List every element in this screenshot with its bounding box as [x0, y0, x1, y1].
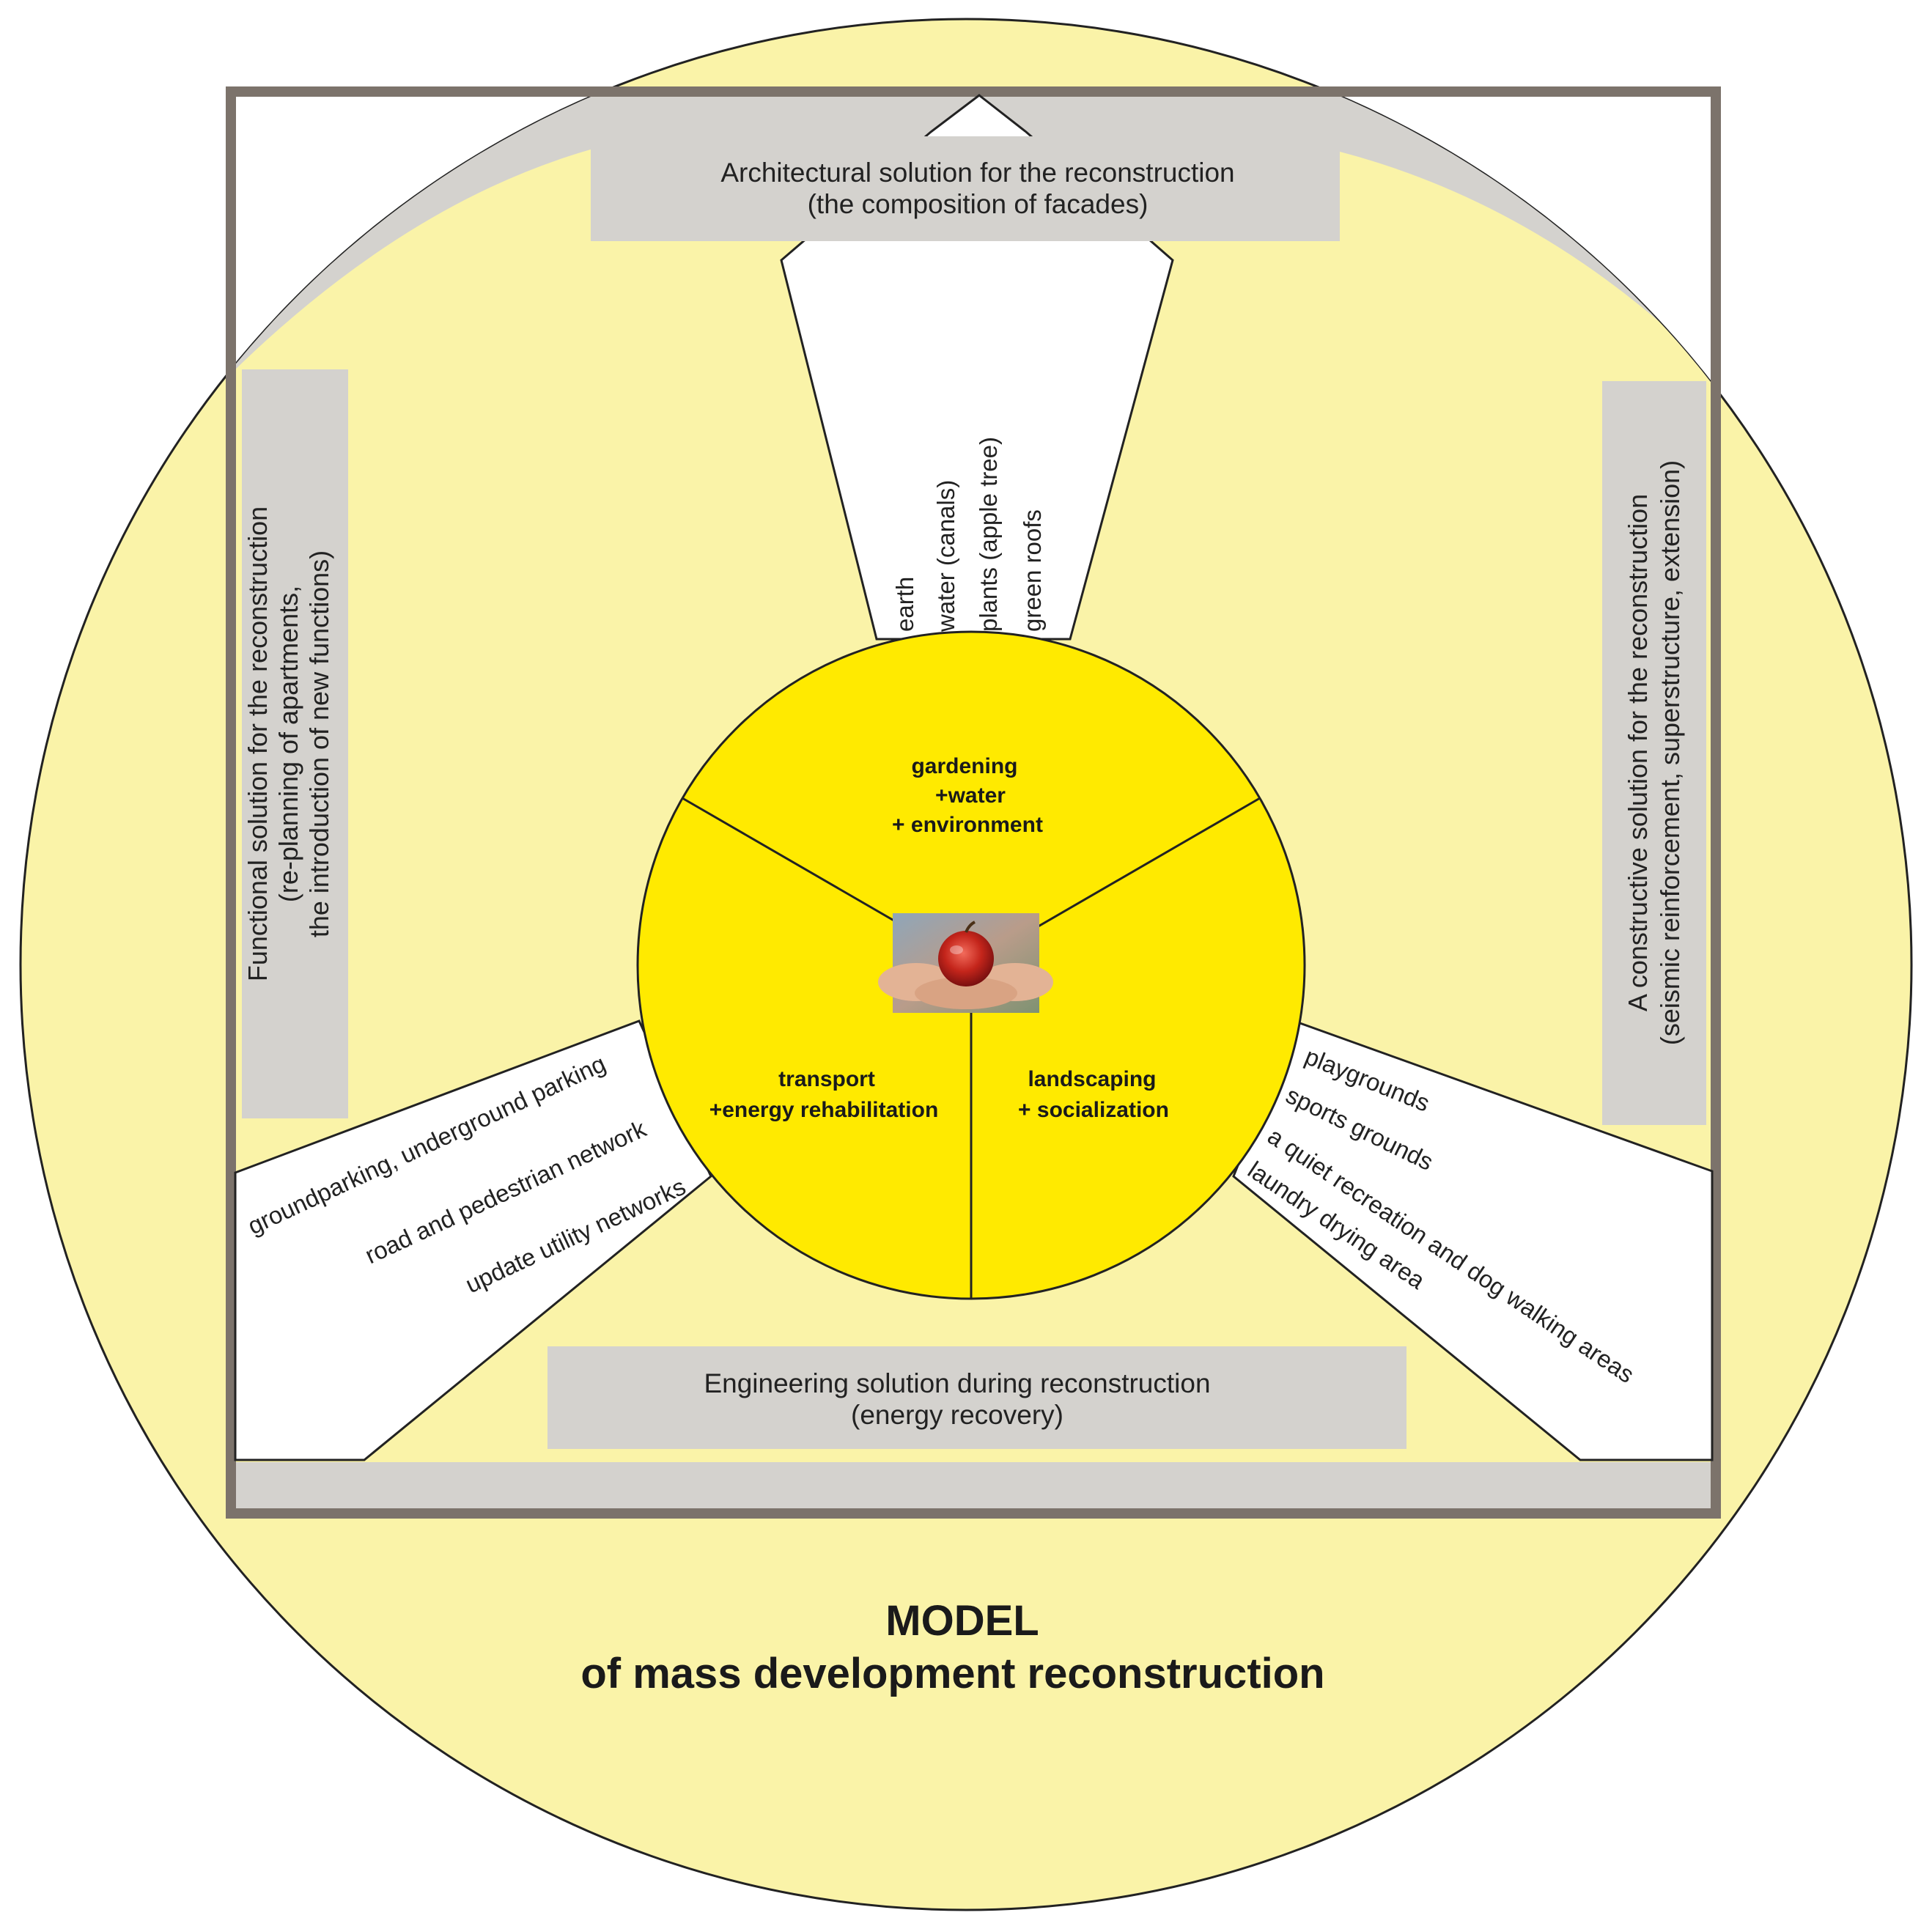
sector-left-line2: +energy rehabilitation	[709, 1098, 939, 1122]
apple-hands-photo	[878, 913, 1053, 1013]
top-panel-item: green roofs	[1019, 509, 1046, 632]
top-panel-item: water (canals)	[932, 480, 959, 632]
right-box	[1602, 381, 1706, 1125]
sector-left-line1: transport	[778, 1067, 875, 1091]
top-box-line1: Architectural solution for the reconstru…	[720, 158, 1234, 188]
left-box-line1: Functional solution for the reconstructi…	[243, 506, 273, 981]
model-title: MODEL	[885, 1597, 1039, 1645]
left-panel	[234, 1019, 712, 1461]
top-box	[591, 136, 1340, 241]
top-panel-item: earth	[891, 577, 918, 632]
right-box-line2: (seismic reinforcement, superstructure, …	[1655, 460, 1685, 1045]
sector-top-line1: gardening	[911, 754, 1017, 778]
left-box	[242, 369, 348, 1118]
model-subtitle: of mass development reconstruction	[580, 1650, 1324, 1697]
left-box-line3: the introduction of new functions)	[304, 550, 334, 937]
frame-border	[226, 86, 1721, 1519]
bottom-box-line1: Engineering solution during reconstructi…	[704, 1368, 1210, 1398]
bottom-gray-strip	[236, 1462, 1711, 1508]
top-panel-item: plants (apple tree)	[975, 437, 1002, 632]
left-box-line2: (re-planning of apartments,	[273, 586, 303, 902]
right-box-line1: A constructive solution for the reconstr…	[1623, 494, 1653, 1011]
sector-top-line2: +water	[935, 783, 1006, 808]
sector-top-line3: + environment	[892, 813, 1043, 837]
sector-right-line1: landscaping	[1028, 1067, 1156, 1091]
bottom-box-line2: (energy recovery)	[851, 1400, 1063, 1430]
sector-right-line2: + socialization	[1018, 1098, 1169, 1122]
bottom-box	[547, 1346, 1406, 1449]
top-box-line2: (the composition of facades)	[808, 189, 1148, 219]
